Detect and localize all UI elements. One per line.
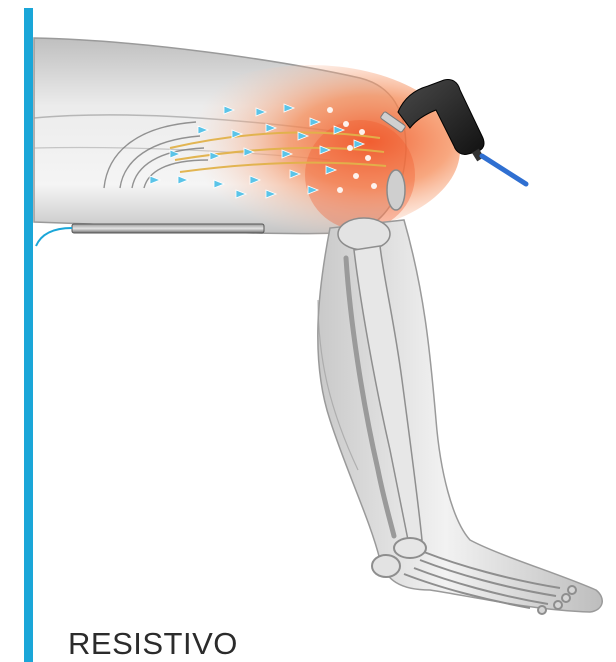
plate-cable (36, 228, 72, 246)
patella (387, 170, 405, 210)
heat-zone (160, 65, 460, 235)
accent-side-bar (24, 8, 33, 662)
return-electrode-plate (72, 224, 264, 233)
mode-caption: RESISTIVO (68, 628, 238, 659)
femur-condyle (338, 218, 390, 250)
